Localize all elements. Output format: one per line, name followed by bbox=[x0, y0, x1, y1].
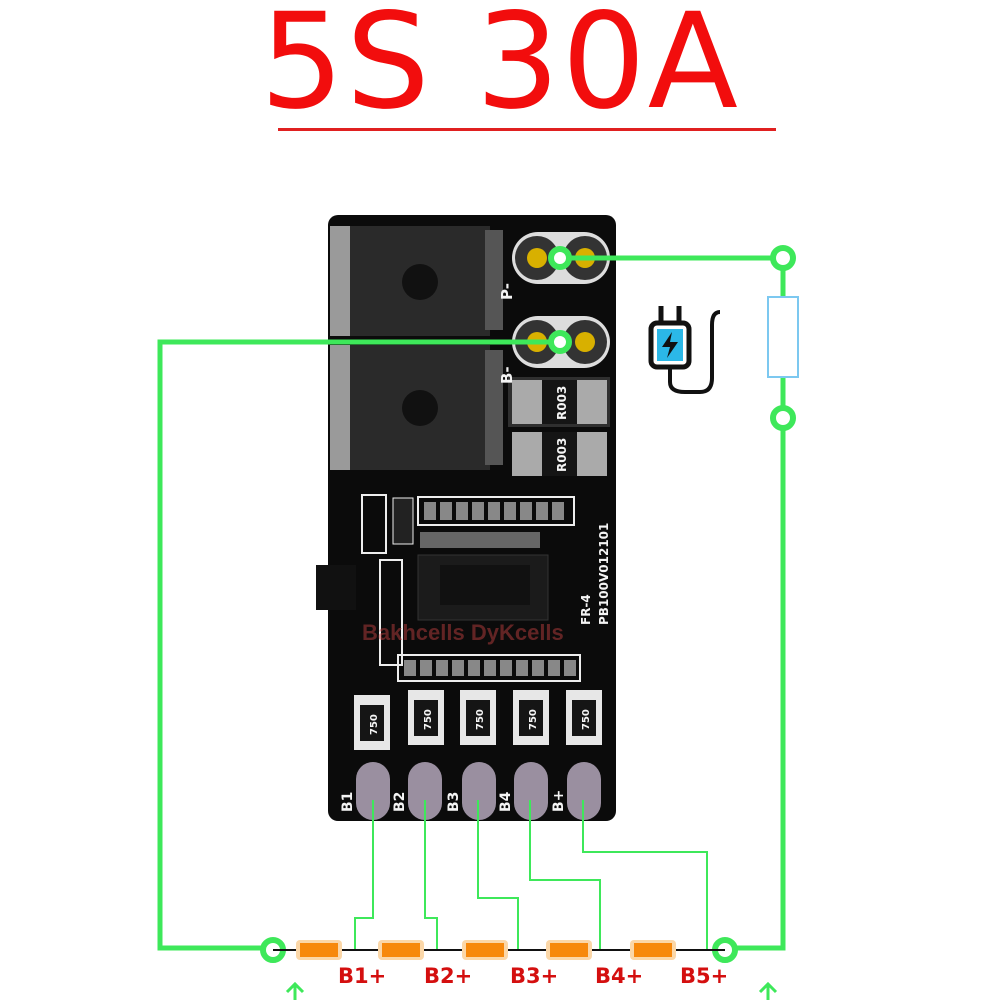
p-minus-node bbox=[548, 246, 572, 270]
b-minus-wire bbox=[157, 339, 560, 951]
battery-label-b3: B3+ bbox=[510, 964, 558, 988]
svg-text:B3: B3 bbox=[446, 792, 462, 812]
bms-board: P- B- R003 R003 bbox=[316, 215, 616, 821]
arrow-up-icon bbox=[285, 981, 305, 1000]
load-node-bottom bbox=[770, 405, 796, 431]
svg-text:R003: R003 bbox=[555, 386, 569, 420]
title-underline bbox=[278, 128, 776, 131]
arrow-up-icon bbox=[758, 981, 778, 1000]
b-minus-node bbox=[548, 330, 572, 354]
svg-text:B+: B+ bbox=[551, 790, 567, 812]
balance-pads: B1 B2 B3 B4 B+ bbox=[340, 762, 601, 820]
load-return-wire bbox=[735, 377, 786, 951]
watermark: Bakhcells DyKcells bbox=[362, 620, 564, 645]
svg-text:750: 750 bbox=[423, 709, 434, 730]
shunt-resistor-2: R003 bbox=[512, 432, 607, 476]
page-title: 5S 30A bbox=[260, 0, 740, 139]
material-label: FR-4 bbox=[579, 594, 593, 625]
balance-wires bbox=[354, 800, 708, 950]
svg-text:B4: B4 bbox=[498, 791, 514, 812]
protection-ic: FR-4 PB100V012101 bbox=[316, 494, 611, 682]
pad-p-label: P- bbox=[498, 283, 516, 300]
battery-cell bbox=[378, 940, 424, 960]
load-node-top bbox=[770, 245, 796, 271]
battery-label-b1: B1+ bbox=[338, 964, 386, 988]
svg-text:750: 750 bbox=[369, 714, 380, 735]
svg-text:B2: B2 bbox=[392, 792, 408, 812]
svg-text:750: 750 bbox=[528, 709, 539, 730]
mosfet-bottom bbox=[330, 345, 503, 470]
svg-text:B1: B1 bbox=[340, 792, 356, 812]
svg-text:750: 750 bbox=[581, 709, 592, 730]
load-resistor bbox=[767, 296, 799, 378]
battery-cell bbox=[462, 940, 508, 960]
mosfet-top bbox=[330, 226, 503, 336]
pad-b-label: B- bbox=[498, 366, 516, 384]
battery-label-b4: B4+ bbox=[595, 964, 643, 988]
battery-cell bbox=[546, 940, 592, 960]
battery-cell bbox=[296, 940, 342, 960]
part-number: PB100V012101 bbox=[597, 523, 611, 625]
battery-cell bbox=[630, 940, 676, 960]
battery-label-b2: B2+ bbox=[424, 964, 472, 988]
battery-label-b5: B5+ bbox=[680, 964, 728, 988]
svg-text:R003: R003 bbox=[555, 438, 569, 472]
balance-resistors: 750 750 750 750 750 bbox=[354, 690, 602, 750]
shunt-resistor-1: R003 bbox=[508, 377, 610, 427]
svg-text:750: 750 bbox=[475, 709, 486, 730]
charger-plug-icon bbox=[648, 306, 721, 394]
battery-cells bbox=[296, 940, 676, 960]
